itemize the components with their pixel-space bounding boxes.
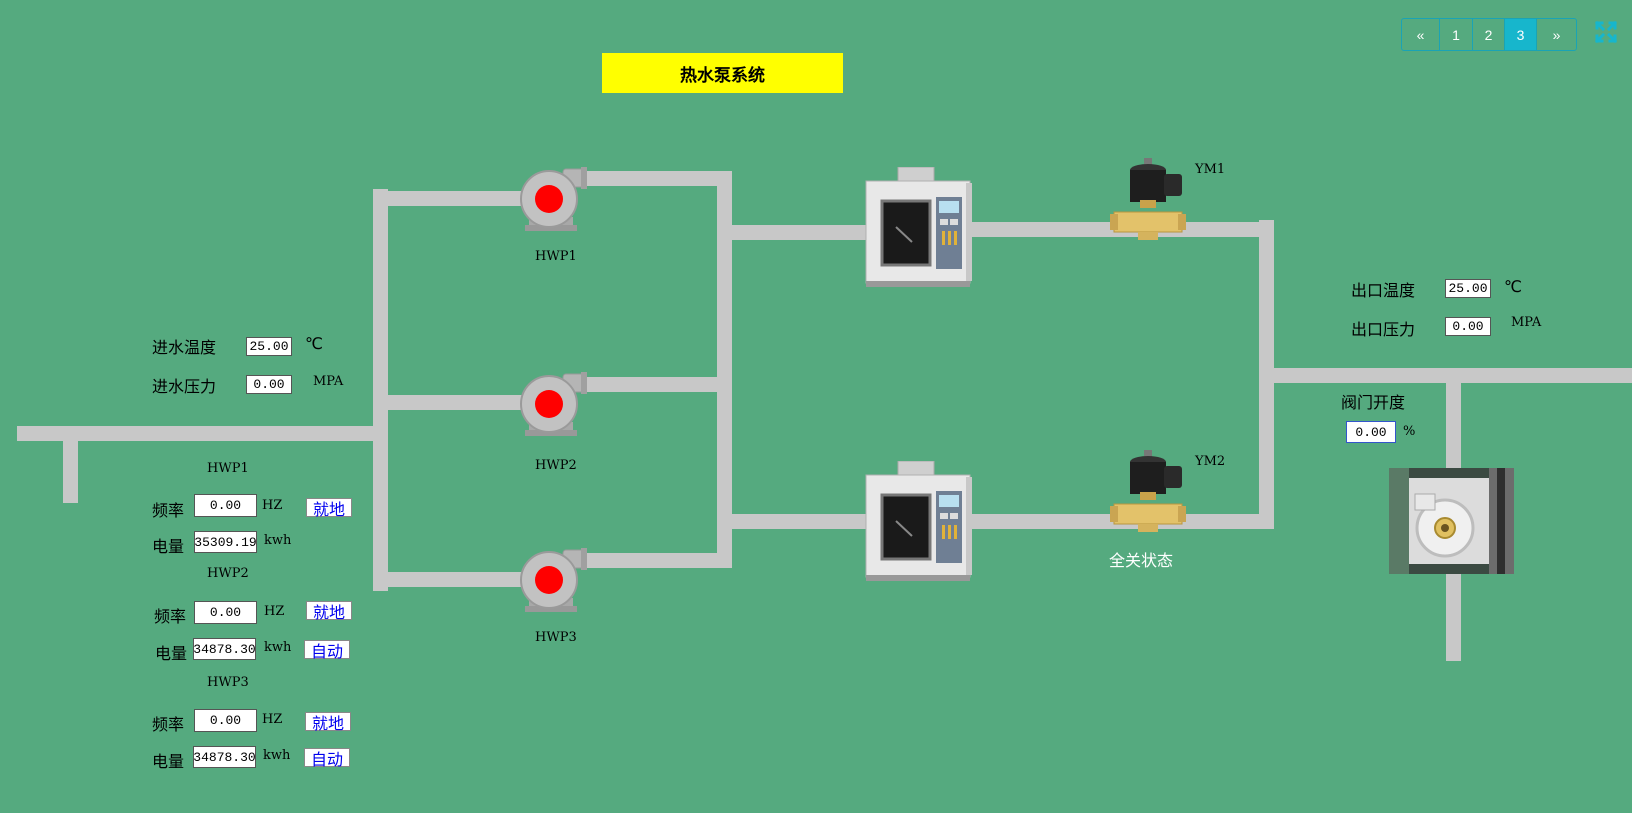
valve-opening-input[interactable]: 0.00 [1346,421,1396,443]
hwp1-freq-value: 0.00 [194,494,257,517]
outlet-pressure-unit: MPA [1511,315,1542,330]
inlet-pressure-unit: MPA [313,374,344,389]
hwp1-freq-unit: HZ [262,498,283,513]
hwp2-freq-mode-button[interactable]: 就地 [306,601,352,622]
hwp1-freq-mode-button[interactable]: 就地 [306,498,352,519]
heater-cabinet-1[interactable] [862,166,974,289]
hwp2-energy-value: 34878.30 [193,638,256,660]
hwp2-freq-label: 频率 [154,609,187,626]
outlet-temp-label: 出口温度 [1351,283,1416,300]
pager-next-button[interactable]: » [1552,26,1561,43]
pager-page-2[interactable]: 2 [1473,19,1505,50]
heater-cabinet-2[interactable] [862,460,974,583]
outlet-temp-unit: ℃ [1504,279,1522,296]
pump-label-hwp2: HWP2 [535,458,577,473]
hwp3-freq-mode-button[interactable]: 就地 [305,712,351,733]
solenoid-label-ym1: YM1 [1195,162,1226,177]
pagination: « 1 2 3 » [1401,18,1577,51]
outlet-pressure-value: 0.00 [1445,317,1491,336]
hwp2-energy-label: 电量 [155,646,188,663]
solenoid-status: 全关状态 [1109,553,1174,570]
hwp2-energy-mode-button[interactable]: 自动 [304,640,350,661]
hwp1-energy-label: 电量 [152,539,185,556]
panel-title-hwp3: HWP3 [207,675,249,690]
hwp1-freq-label: 频率 [152,503,185,520]
pager-page-3[interactable]: 3 [1505,19,1537,50]
inlet-pressure-label: 进水压力 [152,379,217,396]
valve-opening-unit: % [1403,424,1416,439]
valve-opening-label: 阀门开度 [1341,395,1406,412]
pump-label-hwp1: HWP1 [535,249,577,264]
pump-label-hwp3: HWP3 [535,630,577,645]
hwp2-freq-unit: HZ [264,604,285,619]
page-title: 热水泵系统 [602,53,843,93]
solenoid-valve-ym2[interactable] [1110,448,1190,534]
hwp3-freq-label: 频率 [152,717,185,734]
pager-prev-button[interactable]: « [1402,19,1440,50]
hwp2-freq-value: 0.00 [194,601,257,624]
panel-title-hwp1: HWP1 [207,461,249,476]
hwp2-energy-unit: kwh [264,640,292,655]
inlet-temp-value: 25.00 [246,337,292,356]
valve-actuator-image[interactable] [1389,468,1514,574]
solenoid-valve-ym1[interactable] [1110,156,1190,242]
pump-hwp3[interactable] [519,548,589,614]
inlet-pressure-value: 0.00 [246,375,292,394]
hwp1-energy-value: 35309.19 [194,531,257,553]
outlet-temp-value: 25.00 [1445,279,1491,298]
hwp3-energy-unit: kwh [263,748,291,763]
panel-title-hwp2: HWP2 [207,566,249,581]
inlet-temp-unit: ℃ [305,336,323,353]
hwp3-freq-value: 0.00 [194,709,257,732]
hwp3-freq-unit: HZ [262,712,283,727]
hwp3-energy-label: 电量 [152,754,185,771]
pager-page-1[interactable]: 1 [1440,19,1473,50]
solenoid-label-ym2: YM2 [1195,454,1226,469]
pump-hwp1[interactable] [519,167,589,233]
fullscreen-icon[interactable] [1594,20,1618,44]
hwp3-energy-value: 34878.30 [193,746,256,768]
outlet-pressure-label: 出口压力 [1351,322,1416,339]
pump-hwp2[interactable] [519,372,589,438]
hwp3-energy-mode-button[interactable]: 自动 [304,748,350,769]
inlet-temp-label: 进水温度 [152,340,217,357]
hwp1-energy-unit: kwh [264,533,292,548]
